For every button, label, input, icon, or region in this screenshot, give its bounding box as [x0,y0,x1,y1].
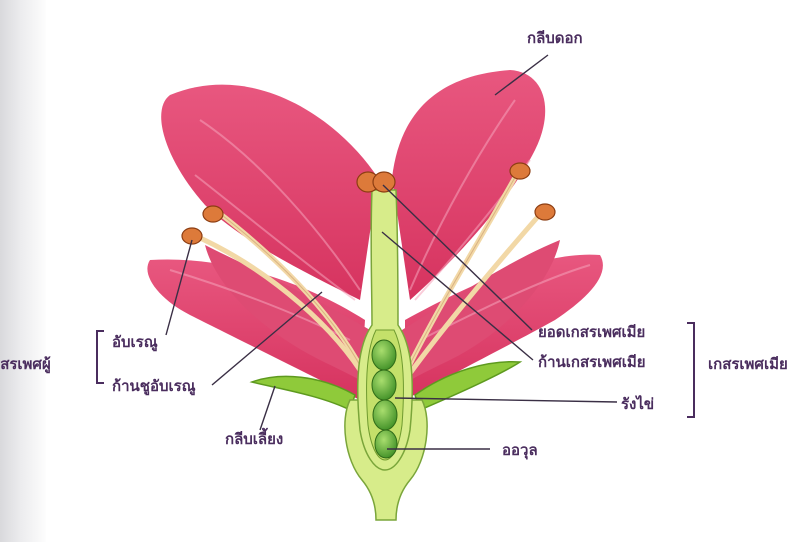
label-ovule: ออวุล [502,438,538,462]
bracket-pistil [687,322,695,418]
label-sepal: กลีบเลี้ยง [225,427,283,451]
label-pistil-group: เกสรเพศเมีย [708,352,788,376]
label-ovary: รังไข่ [621,392,654,416]
label-filament: ก้านชูอับเรณู [112,374,196,398]
stigma [357,172,395,192]
label-style: ก้านเกสรเพศเมีย [538,350,646,374]
label-stamen-group: เกสรเพศผู้ [0,352,51,376]
label-anther: อับเรณู [112,330,158,354]
label-stigma: ยอดเกสรเพศเมีย [538,320,645,344]
label-petal: กลีบดอก [527,26,583,50]
bracket-stamen [96,330,104,384]
